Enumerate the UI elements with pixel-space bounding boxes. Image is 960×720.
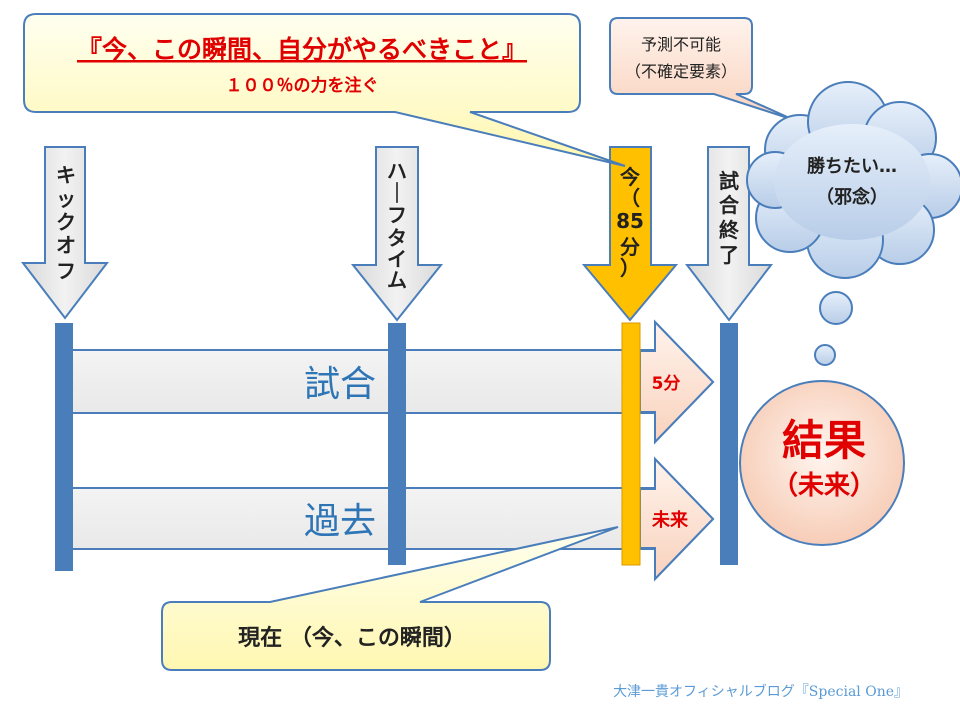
present-text: 現在 （今、この瞬間） [238,625,466,651]
svg-text:）: ） [620,256,640,280]
callout-unpredictable: 予測不可能 （不確定要素） [609,17,795,121]
now-post [621,322,641,566]
callout-top-sub: １００％の力を注ぐ [226,75,379,96]
svg-text:ッ: ッ [56,187,76,211]
kickoff-post [55,323,73,571]
now-arrow [581,146,679,322]
result-title: 結果 [782,416,866,465]
svg-text:ク: ク [56,210,76,234]
svg-text:試: 試 [719,169,739,193]
future-arrow-label: 未来 [652,510,689,531]
callout-top-main: 『今、この瞬間、自分がやるべきこと』 [77,35,527,64]
svg-text:合: 合 [719,193,740,217]
thought-line2: （邪念） [816,186,888,208]
svg-text:終: 終 [719,218,740,242]
unpredictable-line2: （不確定要素） [625,62,737,81]
svg-text:キ: キ [56,163,76,187]
svg-text:フ: フ [387,203,407,227]
past-label: 過去 [304,501,376,542]
svg-text:分: 分 [620,235,640,259]
blog-watermark: 大津一貴オフィシャルブログ『Special One』 [613,683,908,700]
unpredictable-line1: 予測不可能 [641,35,721,54]
svg-text:タ: タ [387,226,407,250]
callout-present: 現在 （今、この瞬間） [161,526,619,671]
svg-text:ム: ム [387,268,407,292]
fulltime-label: 試 合 終 了 [719,169,740,267]
fulltime-post [720,323,738,565]
svg-text:イ: イ [387,247,407,271]
halftime-label: ハ ｜ フ タ イ ム [387,159,407,292]
now-label: 今 （ 85 分 ） [616,165,644,280]
halftime-post [388,323,406,565]
kickoff-arrow [20,146,110,320]
remaining-arrow-tip [639,319,715,445]
svg-text:｜: ｜ [387,181,407,205]
future-arrow-tip [639,456,715,582]
callout-top: 『今、この瞬間、自分がやるべきこと』 １００％の力を注ぐ [23,13,626,167]
remaining-time-label: 5分 [652,374,681,394]
svg-text:85: 85 [616,209,644,233]
thought-dot-medium [814,344,836,366]
fulltime-arrow [684,146,774,322]
svg-text:了: 了 [719,243,739,267]
result-circle: 結果 （未来） [739,380,905,546]
svg-text:オ: オ [56,233,76,257]
svg-text:ハ: ハ [387,159,407,183]
thought-dot-large [819,291,853,325]
kickoff-label: キ ッ ク オ フ [56,163,76,283]
svg-text:今: 今 [620,165,641,189]
result-subtitle: （未来） [772,471,876,501]
halftime-arrow [350,146,444,322]
match-label: 試合 [304,364,376,405]
thought-line1: 勝ちたい… [807,155,897,177]
thought-cloud: 勝ちたい… （邪念） [746,81,960,279]
svg-text:（: （ [620,186,640,210]
svg-text:フ: フ [56,259,76,283]
